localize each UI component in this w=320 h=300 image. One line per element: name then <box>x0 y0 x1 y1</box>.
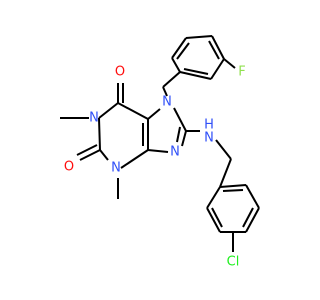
atom-label-chlorine: Cl <box>227 255 240 270</box>
bond-c8-n9 <box>181 130 187 147</box>
bond-c5-c6 <box>117 102 149 120</box>
bond-fp-1 <box>171 57 181 73</box>
bond-cp-6-double <box>222 189 244 192</box>
atom-label-nh-h: H <box>204 118 214 133</box>
atom-label-oxygen-top: O <box>115 65 125 80</box>
atom-label-n3: N <box>111 161 121 176</box>
bond-fp-f <box>223 58 236 69</box>
bond-nh-ch2 <box>215 139 232 160</box>
bond-n7-c8 <box>173 107 187 132</box>
bond-fp-4-double <box>208 40 220 60</box>
atom-label-oxygen-left: O <box>64 160 74 175</box>
bond-ch2-ch2 <box>219 158 232 188</box>
bond-n1-c2 <box>98 117 101 151</box>
bond-n7-ch2 <box>162 86 168 97</box>
imidazole-ring <box>147 107 187 153</box>
fluorophenyl-ring <box>171 35 225 80</box>
bond-fp-6-double <box>183 68 209 75</box>
pyrimidine-ring <box>98 102 149 169</box>
bond-fp-6 <box>179 71 212 80</box>
bond-c8-n9-double <box>176 126 181 143</box>
atom-label-n9: N <box>170 145 180 160</box>
bond-cp-6 <box>219 184 247 188</box>
atom-label-n7: N <box>162 95 172 110</box>
bond-cp-5 <box>245 184 260 209</box>
chlorophenyl-ring <box>206 184 260 233</box>
bond-fp-2-double <box>176 42 190 60</box>
bond-c6-n1 <box>98 102 119 119</box>
bond-cp-1 <box>206 186 221 209</box>
atom-label-n1: N <box>89 111 99 126</box>
bond-n9-c4 <box>147 149 169 153</box>
bond-fp-5 <box>210 58 225 80</box>
chemical-structure-diagram: O N O N N N H N F Cl <box>60 35 260 270</box>
bond-cp-2-double <box>211 207 223 228</box>
bond-cp-4-double <box>242 207 254 228</box>
bond-fp-2 <box>171 37 187 59</box>
bond-c2-n3 <box>99 149 109 161</box>
bond-cp-4 <box>245 207 260 233</box>
bond-fp-3 <box>185 35 213 39</box>
bond-ch2-ring <box>162 71 181 88</box>
bond-c5-n7 <box>147 108 161 120</box>
bond-n3-c4 <box>120 149 149 169</box>
atom-label-nh: N <box>204 131 214 146</box>
structure-canvas: O N O N N N H N F Cl <box>60 35 260 270</box>
bond-cp-2 <box>206 207 221 233</box>
atom-label-fluorine: F <box>238 65 245 80</box>
bond-c2-o-double <box>76 144 98 156</box>
bond-c2-o <box>79 149 101 161</box>
bond-fp-4 <box>211 35 225 60</box>
